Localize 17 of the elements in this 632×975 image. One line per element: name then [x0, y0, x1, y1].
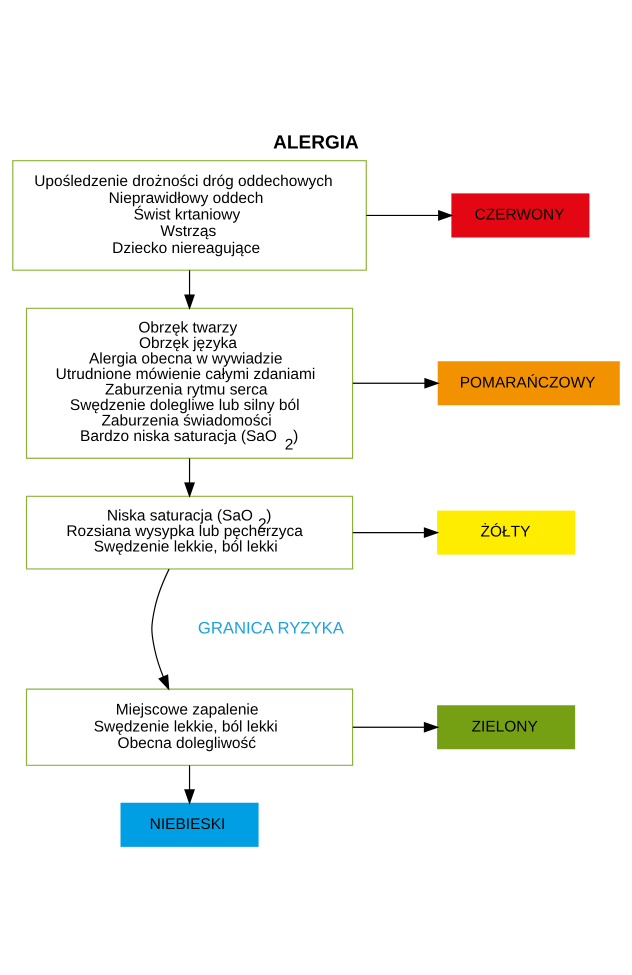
arrow	[184, 458, 195, 498]
arrow	[352, 721, 440, 732]
node-box: Miejscowe zapalenie Swędzenie lekkie, ból lekki Obecna dolegliwość	[26, 688, 354, 766]
node-box: ŻÓŁTY	[437, 510, 576, 554]
arrow	[366, 210, 454, 220]
arrow	[352, 526, 440, 538]
node-box: POMARAŃCZOWY	[438, 360, 620, 405]
node-box: CZERWONY	[451, 192, 590, 237]
arrow	[184, 270, 195, 310]
diagram-title: ALERGIA	[273, 132, 359, 154]
node-box: NIEBIESKI	[120, 802, 259, 846]
arrow	[184, 765, 195, 804]
arrow	[151, 568, 170, 690]
label: GRANICA RYZYKA	[198, 618, 344, 637]
node-box: ZIELONY	[437, 704, 576, 749]
node-box: Upośledzenie drożności dróg oddechowych Nieprawidłowy oddech Świst krtaniowy Wstrząs Dziecko niereagujące	[12, 160, 367, 270]
arrow	[352, 377, 440, 388]
